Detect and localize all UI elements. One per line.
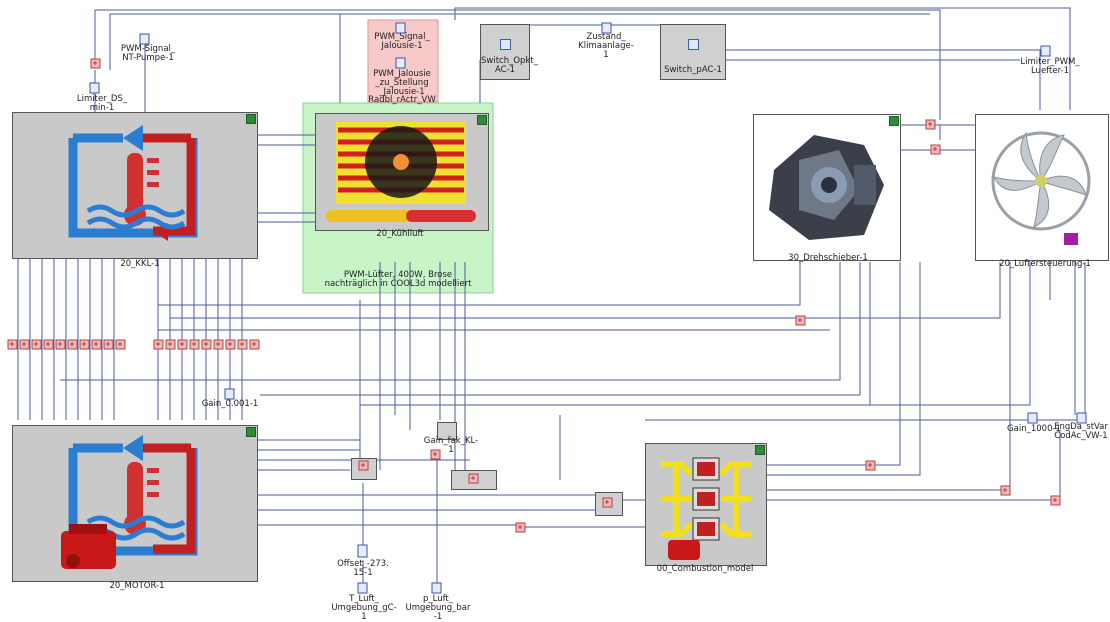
connector-box (32, 340, 41, 349)
connector-box (469, 474, 478, 483)
connector-box (92, 340, 101, 349)
connector-box (796, 316, 805, 325)
connector-box (190, 340, 199, 349)
connector-box (238, 340, 247, 349)
connector-box (202, 340, 211, 349)
connector-box (516, 523, 525, 532)
connector-box (91, 59, 100, 68)
connector-box (44, 340, 53, 349)
connector-box (166, 340, 175, 349)
connector-box (214, 340, 223, 349)
connector-box (603, 498, 612, 507)
connector-box (116, 340, 125, 349)
connector-box (80, 340, 89, 349)
connector-box (866, 461, 875, 470)
connector-box (359, 461, 368, 470)
connector-box (154, 340, 163, 349)
connector-box (104, 340, 113, 349)
connector-box (56, 340, 65, 349)
connector-box (20, 340, 29, 349)
connector-box (226, 340, 235, 349)
connector-box (1001, 486, 1010, 495)
connector-box (431, 450, 440, 459)
connector-box (250, 340, 259, 349)
connector-box (931, 145, 940, 154)
connector-box (68, 340, 77, 349)
connector-box (178, 340, 187, 349)
connector-box (926, 120, 935, 129)
connector-box (1051, 496, 1060, 505)
connector-box (8, 340, 17, 349)
